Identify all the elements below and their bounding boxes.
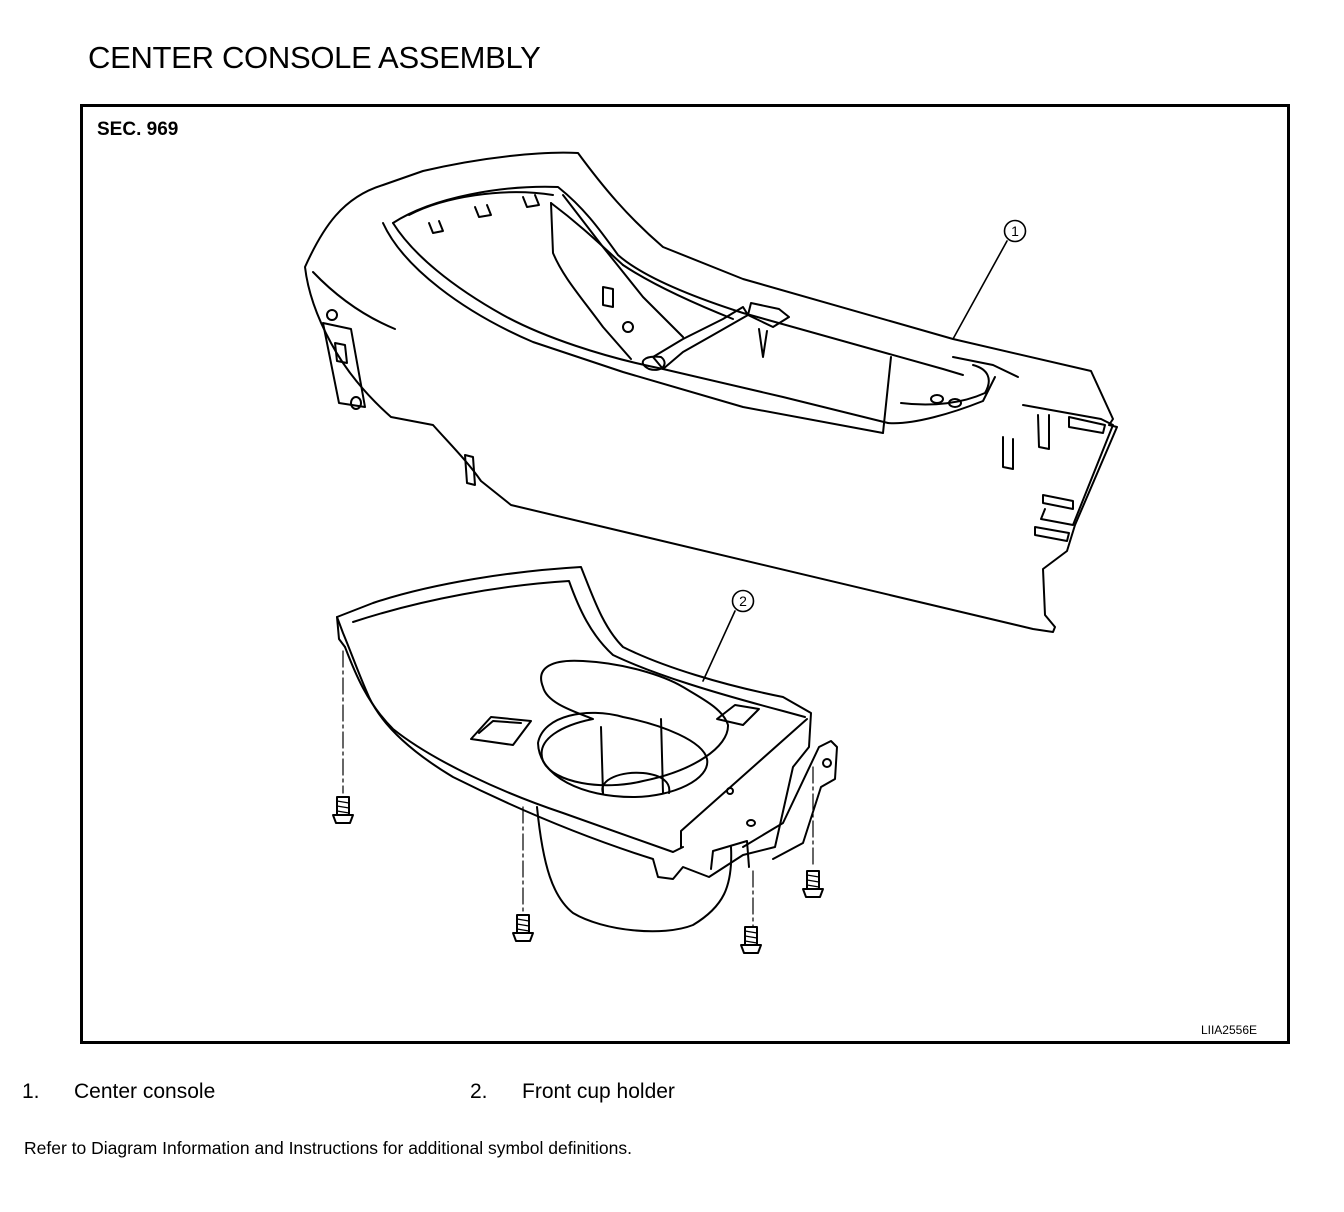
legend-label: Center console (74, 1080, 216, 1103)
front-cup-holder (336, 566, 838, 933)
legend-number: 2. (470, 1080, 488, 1103)
legend-label: Front cup holder (522, 1080, 675, 1103)
center-console (304, 151, 1118, 633)
screw-icon (740, 926, 762, 954)
callout-circle-2 (731, 589, 755, 613)
callout-2: 2 (739, 593, 747, 609)
legend-number: 1. (22, 1080, 40, 1103)
legend-item-2: 2. Front cup holder (470, 1080, 675, 1104)
screw-icon (512, 914, 534, 942)
diagram-frame: SEC. 969 (80, 104, 1290, 1044)
reference-note: Refer to Diagram Information and Instruc… (24, 1138, 632, 1158)
page-title: CENTER CONSOLE ASSEMBLY (88, 40, 541, 75)
callout-1: 1 (1011, 223, 1019, 239)
legend-item-1: 1. Center console (22, 1080, 215, 1104)
section-label: SEC. 969 (97, 119, 179, 140)
figure-code: LIIA2556E (1200, 1023, 1257, 1037)
exploded-view-illustration: 1 2 (304, 151, 1118, 954)
screws (332, 650, 824, 954)
callout-circle-1 (1003, 219, 1027, 243)
screw-icon (802, 870, 824, 898)
screw-icon (332, 796, 354, 824)
